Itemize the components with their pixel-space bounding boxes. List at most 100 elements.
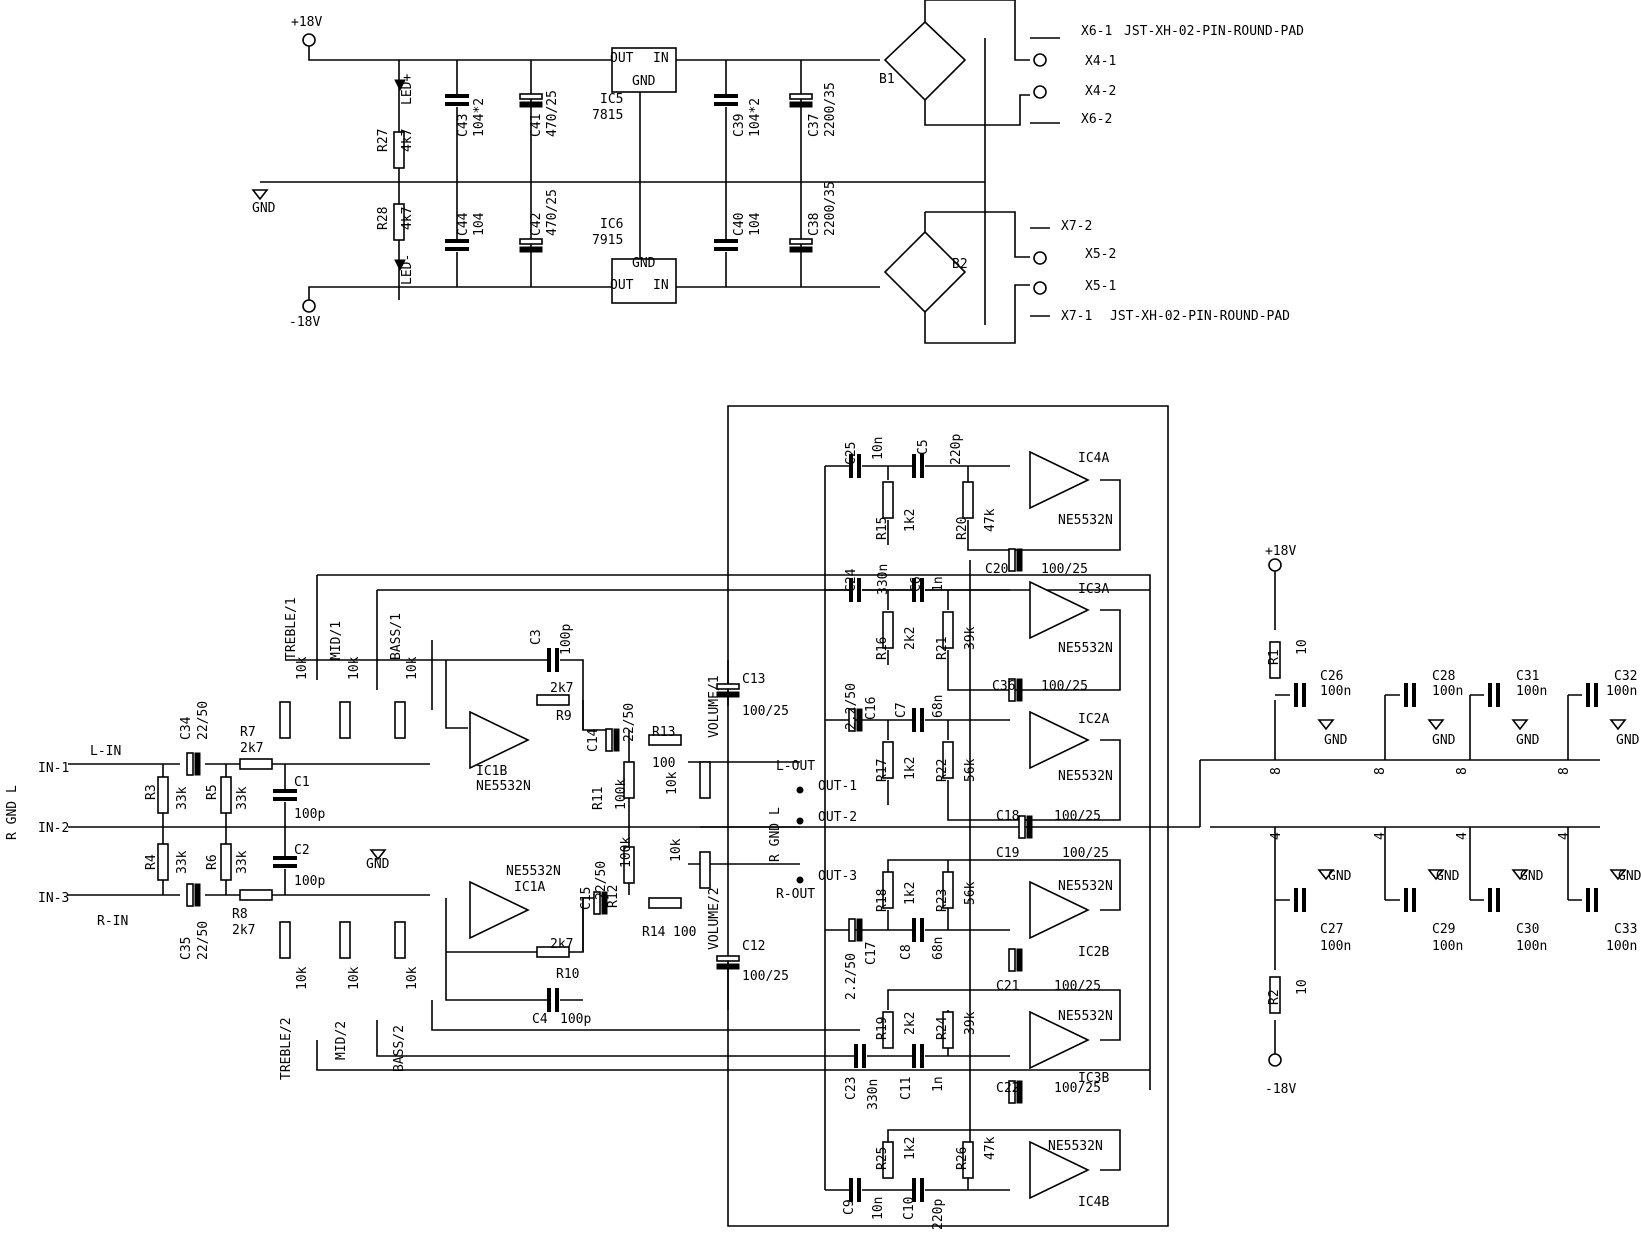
capacitor-c41: [519, 93, 543, 108]
label-main-44: NE5532N: [476, 779, 531, 794]
pot-mid-1: [339, 701, 351, 739]
label-psu-21: 7815: [592, 108, 623, 123]
label-main-111: C18: [996, 809, 1019, 824]
label-main-77: C25: [844, 442, 859, 465]
label-main-75: C12: [742, 939, 765, 954]
label-main-130: 39k: [963, 1011, 978, 1035]
label-psu-26: IN: [653, 278, 669, 293]
label-psu-42: X7-2: [1061, 219, 1092, 234]
label-main-107: R22: [935, 759, 950, 782]
label-main-97: IC3A: [1078, 582, 1109, 597]
label-main-83: R20: [955, 517, 970, 540]
pot-volume-1: [699, 761, 711, 799]
label-main-38: 10k: [405, 966, 420, 990]
label-main-109: IC2A: [1078, 712, 1109, 727]
label-psu-30: 104: [748, 212, 763, 236]
label-main-53: R13: [652, 725, 675, 740]
label-rail-9: 100n: [1432, 684, 1463, 699]
label-rail-27: 100n: [1516, 939, 1547, 954]
label-main-9: 22/50: [196, 921, 211, 960]
label-main-57: R14: [642, 925, 666, 940]
label-rail-12: C32: [1614, 669, 1637, 684]
terminal-plus-18v: [302, 33, 316, 47]
pot-mid-2: [339, 921, 351, 959]
opamp-ic2b: [1029, 880, 1090, 940]
label-main-126: 100/25: [1054, 979, 1101, 994]
resistor-r12: [623, 846, 635, 884]
capacitor-c1: [273, 789, 297, 802]
label-main-113: 100/25: [1062, 846, 1109, 861]
label-main-64: VOLUME/2: [707, 887, 722, 950]
resistor-r9: [536, 694, 570, 706]
label-main-5: IN-3: [38, 891, 69, 906]
resistor-r14: [648, 897, 682, 909]
pad-x5-2: [1033, 251, 1047, 265]
bridge-b1: [883, 20, 967, 102]
label-main-7: 22/50: [196, 701, 211, 740]
pot-bass-2: [394, 921, 406, 959]
label-main-58: 100: [673, 925, 696, 940]
label-main-13: 33k: [235, 786, 250, 810]
gnd-bypass-top-2: [1511, 719, 1529, 731]
label-rail-37: 4: [1557, 832, 1572, 840]
label-main-30: 10k: [295, 656, 310, 680]
label-psu-20: IC5: [600, 92, 623, 107]
label-main-31: 10k: [347, 656, 362, 680]
label-psu-39: X4-1: [1085, 54, 1116, 69]
capacitor-c39: [714, 94, 738, 107]
label-psu-9: C43: [456, 114, 471, 137]
label-main-56: 22/50: [594, 861, 609, 900]
label-psu-2: GND: [252, 201, 276, 216]
label-main-103: C7: [894, 702, 909, 718]
label-main-24: C2: [294, 843, 310, 858]
label-psu-32: 2200/35: [823, 82, 838, 137]
gnd-bypass-bottom-1: [1427, 869, 1445, 881]
capacitor-c38: [789, 238, 813, 253]
label-main-137: C22: [996, 1081, 1019, 1096]
label-rail-16: GND: [1516, 733, 1540, 748]
label-main-14: R4: [144, 854, 159, 870]
capacitor-c9: [849, 1178, 862, 1202]
capacitor-c34: [186, 752, 201, 776]
label-psu-25: OUT: [610, 278, 634, 293]
opamp-ic3b: [1029, 1010, 1090, 1070]
label-main-6: C34: [179, 716, 194, 740]
label-psu-15: C42: [529, 213, 544, 236]
label-main-81: R15: [875, 517, 890, 540]
opamp-ic4a: [1029, 450, 1090, 510]
label-main-108: 56k: [963, 758, 978, 782]
label-main-42: R9: [556, 709, 572, 724]
resistor-r1: [1269, 641, 1281, 679]
label-psu-36: B2: [952, 257, 968, 272]
label-main-139: R25: [875, 1147, 890, 1170]
parts: [157, 20, 1627, 1202]
opamp-ic3a: [1029, 580, 1090, 640]
label-main-65: 10k: [665, 771, 680, 795]
resistor-r4: [157, 843, 169, 881]
terminal-minus-18v-rail: [1268, 1053, 1282, 1067]
label-main-125: C21: [996, 979, 1019, 994]
label-main-89: C24: [844, 568, 859, 592]
junction: [796, 786, 804, 794]
capacitor-c8: [912, 918, 925, 942]
label-main-90: 330n: [876, 564, 891, 595]
label-psu-6: 4k7: [400, 129, 415, 152]
label-main-141: R26: [955, 1147, 970, 1170]
capacitor-bypass-bottom-2: [1488, 888, 1501, 912]
capacitor-c14: [605, 728, 620, 752]
capacitor-bypass-bottom-3: [1586, 888, 1599, 912]
capacitor-c11: [912, 1044, 925, 1068]
label-main-21: 2k7: [232, 923, 255, 938]
label-rail-33: 8: [1557, 767, 1572, 775]
label-main-116: 1k2: [903, 882, 918, 905]
label-main-120: IC2B: [1078, 945, 1109, 960]
label-main-8: C35: [179, 937, 194, 960]
label-main-131: NE5532N: [1058, 1009, 1113, 1024]
label-psu-27: C39: [732, 114, 747, 137]
label-main-143: NE5532N: [1048, 1139, 1103, 1154]
pot-treble-2: [279, 921, 291, 959]
resistor-r15: [882, 481, 894, 519]
label-main-87: C20: [985, 562, 1008, 577]
junction: [796, 876, 804, 884]
label-main-114: C19: [996, 846, 1019, 861]
